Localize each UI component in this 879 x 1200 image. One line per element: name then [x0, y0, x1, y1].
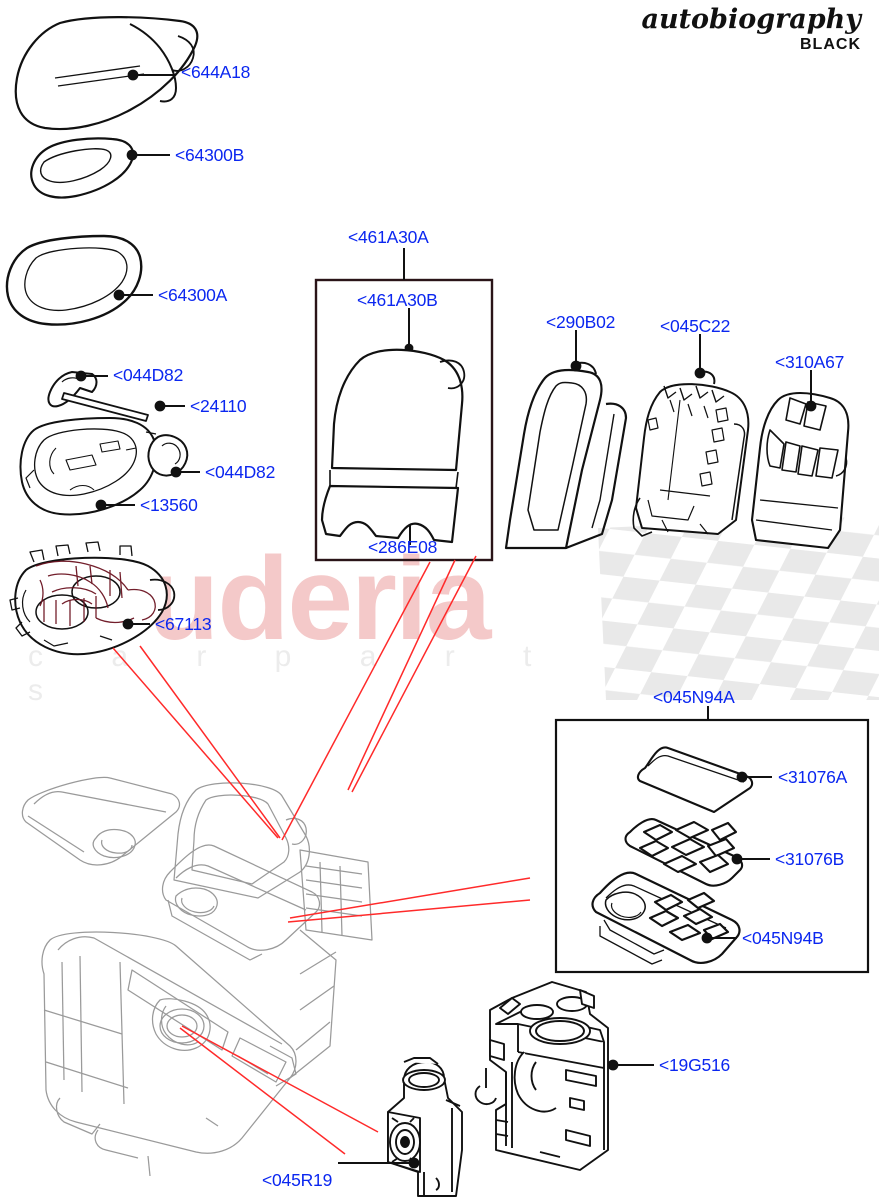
brand-script-text: autobiography: [641, 4, 861, 35]
brand-logo: autobiography BLACK: [641, 4, 861, 54]
part-number-label-31076A[interactable]: <31076A: [778, 767, 848, 787]
brand-sub-text: BLACK: [800, 36, 861, 54]
part-number-label-310A67[interactable]: <310A67: [775, 352, 845, 372]
part-310A67-console-rear-cover: [750, 391, 850, 550]
part-number-label-045R19[interactable]: <045R19: [262, 1170, 333, 1190]
part-045R19-blower-fan: [387, 1057, 463, 1197]
part-67113-console-base: [9, 541, 176, 656]
part-number-label-286E08[interactable]: <286E08: [368, 537, 438, 557]
part-045C22-console-inner-frame: [632, 370, 750, 537]
part-number-label-461A30A[interactable]: <461A30A: [348, 227, 429, 247]
part-644A18-armrest-lid: [14, 16, 199, 131]
assembly-rear-console: [21, 776, 373, 1177]
part-64300B-armrest-pad-upper: [30, 137, 135, 199]
part-number-label-64300B[interactable]: <64300B: [175, 145, 245, 165]
part-number-label-67113[interactable]: <67113: [155, 614, 212, 634]
part-number-label-044D82[interactable]: <044D82: [205, 462, 276, 482]
part-number-label-13560[interactable]: <13560: [140, 495, 198, 515]
part-number-label-461A30B[interactable]: <461A30B: [357, 290, 438, 310]
leader-lines-red: [112, 555, 531, 1155]
part-number-label-644A18[interactable]: <644A18: [181, 62, 251, 82]
group-box-461A30A: [314, 248, 494, 562]
part-number-label-044D82[interactable]: <044D82: [113, 365, 184, 385]
part-number-label-19G516[interactable]: <19G516: [659, 1055, 731, 1075]
part-number-label-31076B[interactable]: <31076B: [775, 849, 845, 869]
part-044D82-hinge-cover-right: [147, 434, 189, 477]
watermark-checkered-flag: [598, 516, 879, 700]
part-number-label-045N94B[interactable]: <045N94B: [742, 928, 824, 948]
part-number-label-045C22[interactable]: <045C22: [660, 316, 731, 336]
part-number-label-290B02[interactable]: <290B02: [546, 312, 616, 332]
part-number-label-64300A[interactable]: <64300A: [158, 285, 228, 305]
part-number-label-045N94A[interactable]: <045N94A: [653, 687, 735, 707]
part-19G516-cooler-module: [474, 981, 609, 1171]
part-number-label-24110[interactable]: <24110: [190, 396, 247, 416]
part-13560-console-storage-bin: [19, 417, 158, 516]
part-24110-trim-strip: [61, 392, 149, 422]
part-64300A-armrest-pad-lower: [5, 234, 143, 326]
part-290B02-console-side-panel: [504, 361, 628, 550]
leader-lines-black: [75, 69, 817, 1169]
